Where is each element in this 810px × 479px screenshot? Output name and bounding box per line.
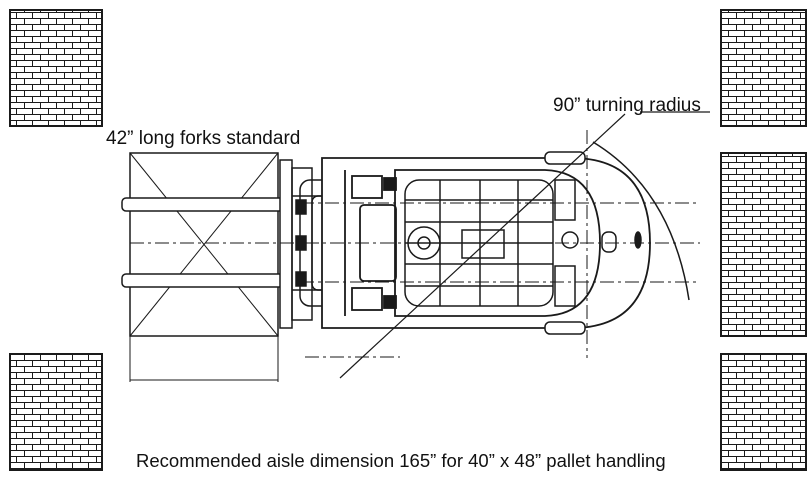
forks bbox=[121, 197, 285, 288]
pallet-stack-bottom-left bbox=[9, 353, 103, 471]
pallet-load bbox=[129, 152, 279, 382]
rear-tires bbox=[544, 151, 586, 335]
forks-label: 42” long forks standard bbox=[106, 128, 301, 149]
pallet-stack-bottom-right bbox=[720, 353, 807, 471]
pallet-stack-top-left bbox=[9, 9, 103, 127]
pallet-stack-top-right bbox=[720, 9, 807, 127]
turning-radius bbox=[339, 111, 710, 379]
aisle-dimension-label: Recommended aisle dimension 165” for 40”… bbox=[136, 450, 666, 471]
overhead-guard bbox=[404, 179, 554, 307]
pallet-stack-mid-right bbox=[720, 152, 807, 337]
turning-radius-label: 90” turning radius bbox=[553, 95, 701, 116]
counterweight bbox=[554, 179, 642, 307]
construction-lines bbox=[130, 130, 700, 358]
